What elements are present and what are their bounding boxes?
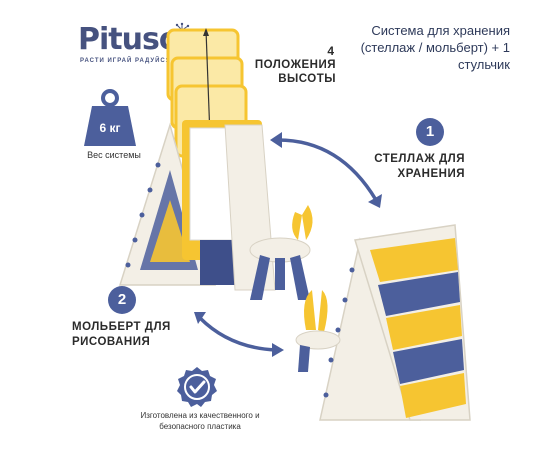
brand-logo: Pituso РАСТИ ИГРАЙ РАДУЙСЯ xyxy=(78,22,191,72)
heights-count: 4 xyxy=(327,44,334,58)
easel-number-badge: 2 xyxy=(108,286,136,314)
double-arrow-icon xyxy=(198,138,378,352)
weight-caption: Вес системы xyxy=(87,150,141,160)
weight-icon: 6 кг xyxy=(84,89,136,146)
check-badge-icon xyxy=(177,367,217,407)
quality-caption: Изготовлена из качественного и безопасно… xyxy=(140,411,260,431)
easel-label: МОЛЬБЕРТ ДЛЯ РИСОВАНИЯ xyxy=(72,321,171,348)
heights-label: ПОЛОЖЕНИЯ ВЫСОТЫ xyxy=(254,59,336,85)
product-description: Система для хранения (стеллаж / мольберт… xyxy=(360,23,510,72)
brand-name: Pituso xyxy=(78,22,179,57)
storage-rack xyxy=(295,224,471,421)
weight-value: 6 кг xyxy=(99,121,120,135)
chair xyxy=(249,205,313,300)
storage-number-badge: 1 xyxy=(416,118,444,146)
easel-frame xyxy=(118,120,276,291)
storage-label: СТЕЛЛАЖ ДЛЯ ХРАНЕНИЯ xyxy=(374,153,465,180)
brand-tagline: РАСТИ ИГРАЙ РАДУЙСЯ xyxy=(80,58,172,64)
